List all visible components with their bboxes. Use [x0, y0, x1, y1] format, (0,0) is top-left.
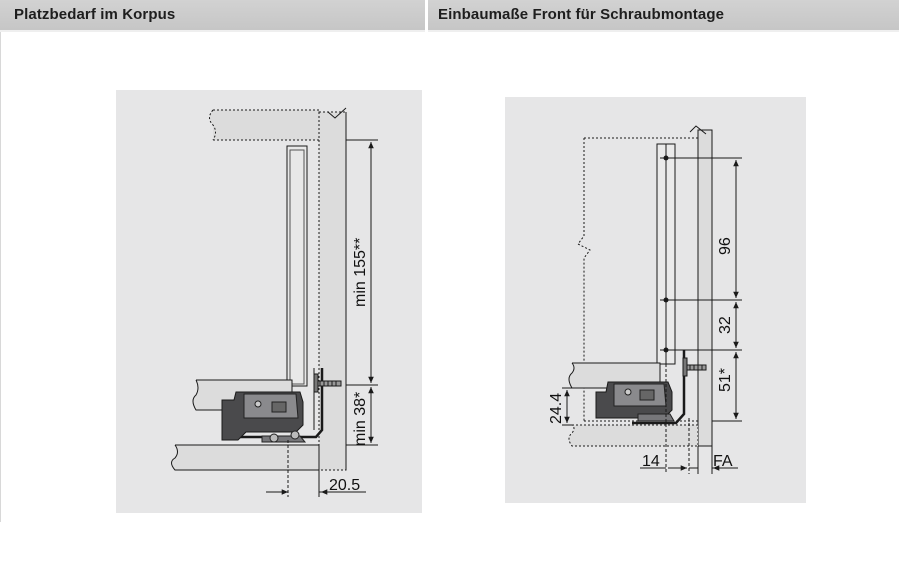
- dim-20-5-label: 20.5: [329, 477, 360, 494]
- left-section-title: Platzbedarf im Korpus: [14, 6, 176, 23]
- left-edge-rule: [0, 32, 1, 522]
- right-section-title: Einbaumaße Front für Schraubmontage: [438, 6, 725, 23]
- dim-min38-label: min 38*: [352, 392, 369, 446]
- right-screw: [682, 357, 707, 377]
- left-drawing: [171, 107, 347, 471]
- dim-fa-label: FA: [713, 453, 733, 470]
- front-panel-outline: [577, 137, 698, 421]
- left-screw: [313, 373, 342, 393]
- right-dimensions: [562, 157, 742, 474]
- left-section-header: Platzbedarf im Korpus: [0, 0, 425, 32]
- dim-min155-label: min 155**: [352, 238, 369, 307]
- right-runner-profile: [632, 350, 686, 425]
- left-dimensions: [266, 139, 378, 497]
- right-hinge-mechanism: [595, 381, 675, 422]
- bottom-board: [171, 444, 320, 471]
- dim-24-4-label: 24.4: [548, 393, 565, 424]
- dim-96-label: 96: [717, 237, 734, 255]
- drawer-back-panel: [286, 145, 308, 387]
- top-shelf: [209, 109, 320, 141]
- dim-14-label: 14: [642, 453, 660, 470]
- right-side-wall: [697, 129, 713, 447]
- dim-32-label: 32: [717, 316, 734, 334]
- left-hinge-mechanism: [221, 391, 307, 443]
- dim-51-label: 51*: [717, 368, 734, 392]
- right-section-header: Einbaumaße Front für Schraubmontage: [428, 0, 899, 32]
